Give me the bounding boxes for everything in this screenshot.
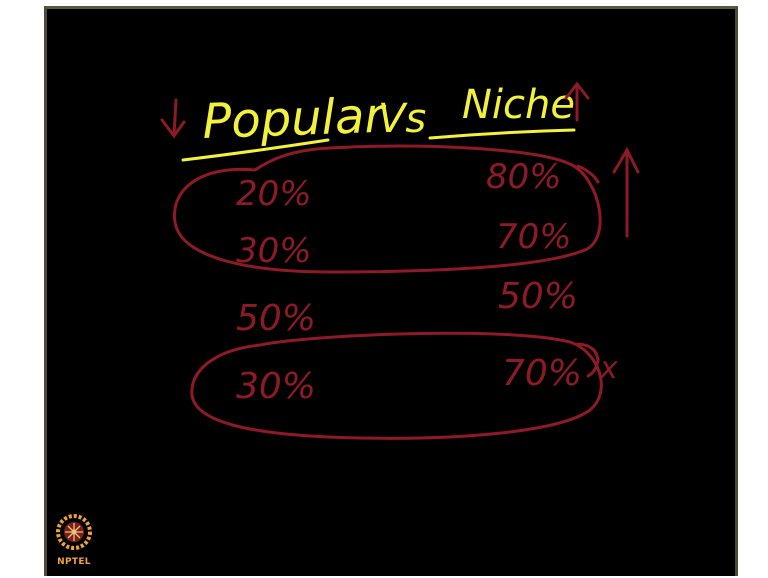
loop-rows-1-2 xyxy=(172,144,602,274)
tick-mark xyxy=(576,164,600,184)
cross-mark: x xyxy=(599,351,618,386)
blackboard xyxy=(44,6,738,576)
down-arrow-icon xyxy=(160,98,186,139)
heading-vs: Vs xyxy=(378,96,426,142)
loop-tail xyxy=(576,342,600,378)
row2-niche: 70% xyxy=(496,217,572,257)
loop-rows-4 xyxy=(190,331,603,440)
row4-popular: 30% xyxy=(236,366,316,407)
row1-popular: 20% xyxy=(236,174,312,214)
up-arrow-icon xyxy=(564,81,590,122)
row3-popular: 50% xyxy=(236,298,316,339)
row3-niche: 50% xyxy=(498,276,578,317)
up-arrow-large-icon xyxy=(612,146,640,238)
underline-popular xyxy=(181,138,330,162)
heading-niche: Niche xyxy=(462,82,575,128)
underline-niche xyxy=(428,128,576,140)
heading-popular: Popular xyxy=(201,88,388,150)
row2-popular: 30% xyxy=(236,231,312,271)
nptel-logo xyxy=(56,514,92,550)
row4-niche: 70% xyxy=(502,353,582,394)
nptel-label: NPTEL xyxy=(57,557,91,567)
row1-niche: 80% xyxy=(486,157,562,197)
